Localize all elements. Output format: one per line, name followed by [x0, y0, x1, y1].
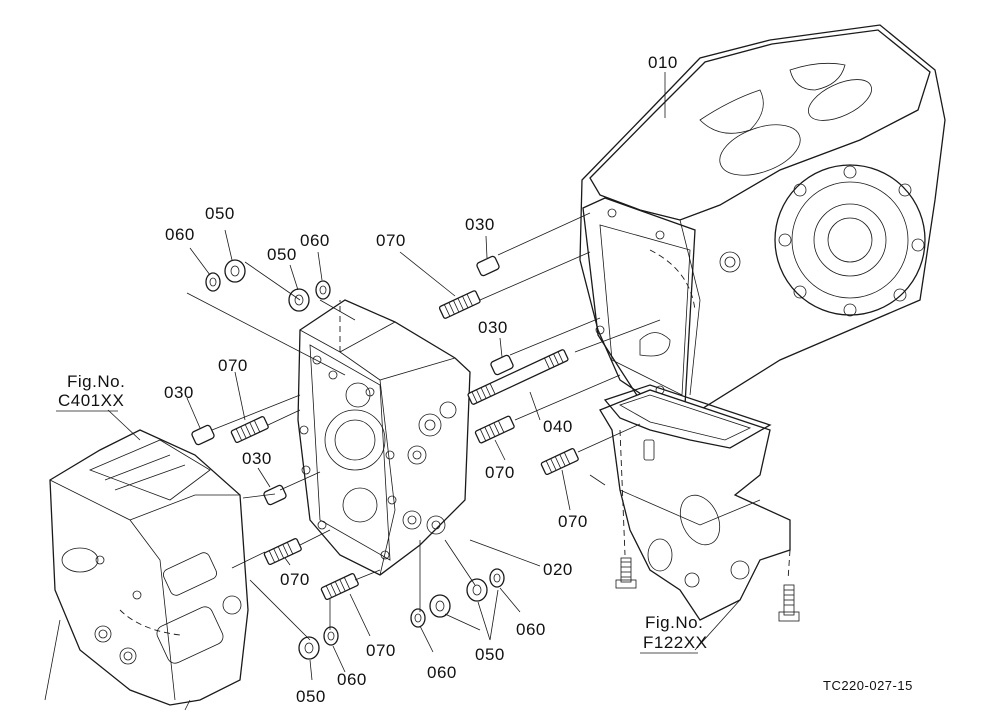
- transmission-case-010: [579, 24, 946, 411]
- figure-references: Fig.No. C401XX Fig.No. F122XX: [56, 372, 707, 654]
- dowel-pin-030-left: [191, 424, 215, 446]
- fig-ref-left-line1: Fig.No.: [67, 372, 125, 391]
- mid-case-020: [297, 299, 471, 576]
- label-070-right: 070: [558, 512, 588, 531]
- label-030-left: 030: [164, 383, 194, 402]
- fig-ref-left-line2: C401XX: [58, 391, 124, 410]
- label-010: 010: [648, 53, 678, 72]
- stud-070: [230, 290, 579, 601]
- part-labels: 010 030 030 030 030 070 070 070 070 070 …: [164, 53, 678, 706]
- label-070-left: 070: [218, 356, 248, 375]
- label-060-right: 060: [516, 620, 546, 639]
- label-060-bottom-left: 060: [337, 670, 367, 689]
- label-020: 020: [543, 560, 573, 579]
- label-070-top: 070: [376, 231, 406, 250]
- left-housing-c401xx: [44, 429, 249, 711]
- label-060-top-mid: 060: [300, 231, 330, 250]
- callout-leaders: [107, 72, 741, 681]
- label-070-bottom: 070: [366, 641, 396, 660]
- label-050-bottom-right: 050: [475, 645, 505, 664]
- label-060-bottom-mid: 060: [427, 663, 457, 682]
- dowel-pin-030-lower: [263, 484, 287, 506]
- assembly-lines: [186, 212, 661, 641]
- dowel-pin-030-top: [476, 255, 500, 277]
- label-030-mid: 030: [478, 318, 508, 337]
- pto-bracket-f122xx: [599, 384, 800, 622]
- label-060-top-left: 060: [165, 225, 195, 244]
- label-070-lower-left: 070: [280, 570, 310, 589]
- label-050-top-mid: 050: [267, 245, 297, 264]
- label-050-bottom-left: 050: [296, 687, 326, 706]
- label-040: 040: [543, 417, 573, 436]
- label-050-top-left: 050: [205, 204, 235, 223]
- dowel-pin-030-mid: [490, 354, 514, 376]
- long-stud-040: [467, 349, 569, 405]
- fig-ref-right-line2: F122XX: [643, 633, 707, 652]
- drawing-code: TC220-027-15: [823, 678, 913, 693]
- nuts-and-washers: [205, 259, 505, 660]
- label-070-mid: 070: [485, 463, 515, 482]
- fasteners: [191, 255, 579, 660]
- fig-ref-right-line1: Fig.No.: [645, 613, 703, 632]
- label-030-lower: 030: [242, 449, 272, 468]
- label-030-top: 030: [465, 215, 495, 234]
